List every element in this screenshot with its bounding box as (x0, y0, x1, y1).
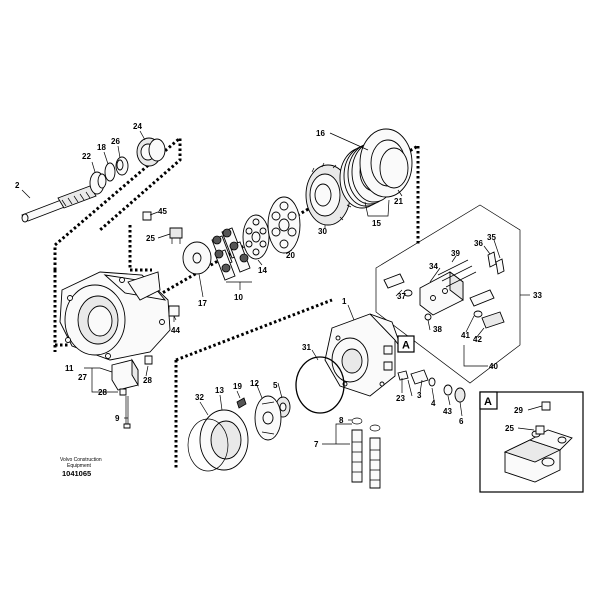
brake-piston-16-21 (359, 128, 413, 198)
part-label-38: 38 (433, 325, 442, 334)
part-label-3: 3 (417, 391, 422, 400)
shaft-part (21, 185, 97, 223)
part-label-28-left: 28 (98, 388, 107, 397)
part-label-6: 6 (459, 417, 464, 426)
valve-plate-20 (267, 196, 301, 254)
part-label-17: 17 (198, 299, 207, 308)
plug-25 (169, 227, 183, 239)
part-label-42: 42 (473, 335, 482, 344)
end-cover-group (187, 395, 291, 472)
part-label-39: 39 (451, 249, 460, 258)
plug-6 (454, 387, 466, 403)
part-label-7: 7 (314, 440, 319, 449)
part-label-22: 22 (82, 152, 91, 161)
part-label-20: 20 (286, 251, 295, 260)
inset-part-label-25: 25 (505, 424, 514, 433)
motor-housing (59, 271, 171, 361)
part-label-28-right: 28 (143, 376, 152, 385)
part-label-16: 16 (316, 129, 325, 138)
inset-part-label-29: 29 (514, 406, 523, 415)
thrust-plate-17 (182, 241, 212, 275)
part-label-11: 11 (65, 364, 74, 373)
o-ring-32 (187, 418, 229, 472)
o-ring-8-left (351, 417, 363, 425)
part-label-31: 31 (302, 343, 311, 352)
spools-7 (351, 417, 381, 489)
part-label-19: 19 (233, 382, 242, 391)
part-label-4: 4 (431, 399, 436, 408)
leader-lines (21, 130, 530, 445)
o-ring-31 (295, 356, 345, 414)
part-label-2: 2 (15, 181, 20, 190)
part-label-25: 25 (146, 234, 155, 243)
credit-line-1: Volvo Construction (60, 457, 102, 463)
part-label-41: 41 (461, 331, 470, 340)
part-label-12: 12 (250, 379, 259, 388)
part-label-35: 35 (487, 233, 496, 242)
part-label-32: 32 (195, 393, 204, 402)
part-label-37: 37 (397, 292, 406, 301)
bearing-stack (89, 137, 166, 195)
part-label-33: 33 (533, 291, 542, 300)
part-label-26: 26 (111, 137, 120, 146)
piston-cluster-10 (211, 227, 251, 281)
part-label-5: 5 (273, 381, 278, 390)
part-label-34: 34 (429, 262, 438, 271)
plug-44 (168, 305, 180, 322)
o-ring-4 (428, 377, 436, 387)
dashed-grouping-lines (53, 134, 420, 470)
dashed-line-plug (128, 225, 152, 272)
detail-callout-a: A (397, 335, 415, 353)
part-label-23: 23 (396, 394, 405, 403)
part-label-24: 24 (133, 122, 142, 131)
part-label-45: 45 (158, 207, 167, 216)
detail-tag-a: A (402, 340, 410, 352)
part-label-40: 40 (489, 362, 498, 371)
dashed-line-rotary-group (149, 144, 419, 302)
ring-18 (104, 162, 116, 182)
part-label-13: 13 (215, 386, 224, 395)
part-label-18: 18 (97, 143, 106, 152)
detail-a-inset: A 29 25 (479, 391, 584, 493)
relief-valve-block-34 (383, 251, 505, 329)
credit-line-2: Equipment (67, 463, 92, 469)
part-label-21: 21 (394, 197, 403, 206)
part-label-8: 8 (339, 416, 344, 425)
part-label-44: 44 (171, 326, 180, 335)
part-number-labels: 2 22 18 26 24 45 25 17 10 14 20 30 16 15… (15, 122, 542, 449)
fitting-3 (410, 369, 429, 385)
bracket-27 (111, 355, 153, 429)
part-label-10: 10 (234, 293, 243, 302)
part-label-14: 14 (258, 266, 267, 275)
upper-plugs (142, 211, 183, 244)
part-label-36: 36 (474, 239, 483, 248)
right-fittings (397, 369, 466, 403)
valve-detail-outline (375, 204, 521, 384)
part-label-27: 27 (78, 373, 87, 382)
figure-code: 1041065 (62, 469, 91, 478)
part-label-1: 1 (342, 297, 347, 306)
cylinder-block-30 (305, 162, 352, 226)
pin-19 (236, 397, 247, 409)
o-ring-43 (443, 384, 453, 396)
part-label-43: 43 (443, 407, 452, 416)
retainer-plate-14 (242, 214, 270, 260)
valve-housing-1 (324, 313, 403, 397)
screw-9 (125, 396, 129, 424)
o-ring-8-right (369, 424, 381, 432)
inset-tag-a: A (484, 396, 492, 408)
dashed-line-shaft-group (53, 134, 182, 270)
part-label-15: 15 (372, 219, 381, 228)
credit-block: Volvo Construction Equipment 1041065 (60, 457, 102, 478)
part-label-9: 9 (115, 414, 120, 423)
part-label-30: 30 (318, 227, 327, 236)
